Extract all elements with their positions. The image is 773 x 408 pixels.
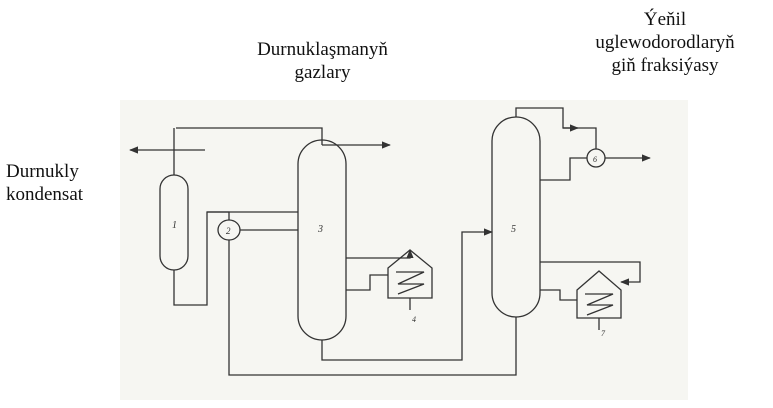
column-5-overhead bbox=[515, 107, 597, 149]
reboiler-7-return bbox=[540, 261, 641, 286]
heat-exchanger-2: 2 bbox=[217, 219, 241, 241]
fractionation-column-5: 5 bbox=[491, 116, 541, 318]
column-5-bottoms-line bbox=[228, 240, 517, 376]
exchanger-2-mark: 2 bbox=[226, 226, 231, 236]
condenser-6-mark: 6 bbox=[593, 155, 597, 164]
condensate-label: Durnukly kondensat bbox=[6, 161, 84, 205]
stabilization-column-3: 3 bbox=[297, 139, 347, 341]
reflux-line bbox=[540, 157, 587, 181]
reboiler-furnace-7: 7 bbox=[576, 270, 622, 338]
furnace-7-mark: 7 bbox=[601, 329, 606, 338]
reboiler-furnace-4: 4 bbox=[387, 249, 433, 324]
reboiler-4-feed bbox=[346, 274, 388, 291]
overhead-line bbox=[176, 127, 323, 140]
stabilization-gases-label: Durnuklaşmanyň gazlary bbox=[257, 39, 388, 83]
reboiler-4-return bbox=[346, 249, 414, 259]
vessel-1-mark: 1 bbox=[172, 220, 177, 231]
furnace-4-mark: 4 bbox=[412, 315, 416, 324]
column-3-mark: 3 bbox=[317, 224, 323, 235]
column-5-mark: 5 bbox=[511, 224, 516, 235]
separator-vessel-1: 1 bbox=[159, 174, 189, 271]
column-3-bottoms-to-column-5 bbox=[321, 228, 493, 361]
light-hydrocarbons-label: Ýeňil uglewodorodlaryň giň fraksiýasy bbox=[595, 9, 735, 76]
condenser-6: 6 bbox=[586, 148, 606, 168]
vessel-1-bottom-line bbox=[173, 211, 230, 306]
reboiler-7-feed bbox=[540, 289, 577, 301]
